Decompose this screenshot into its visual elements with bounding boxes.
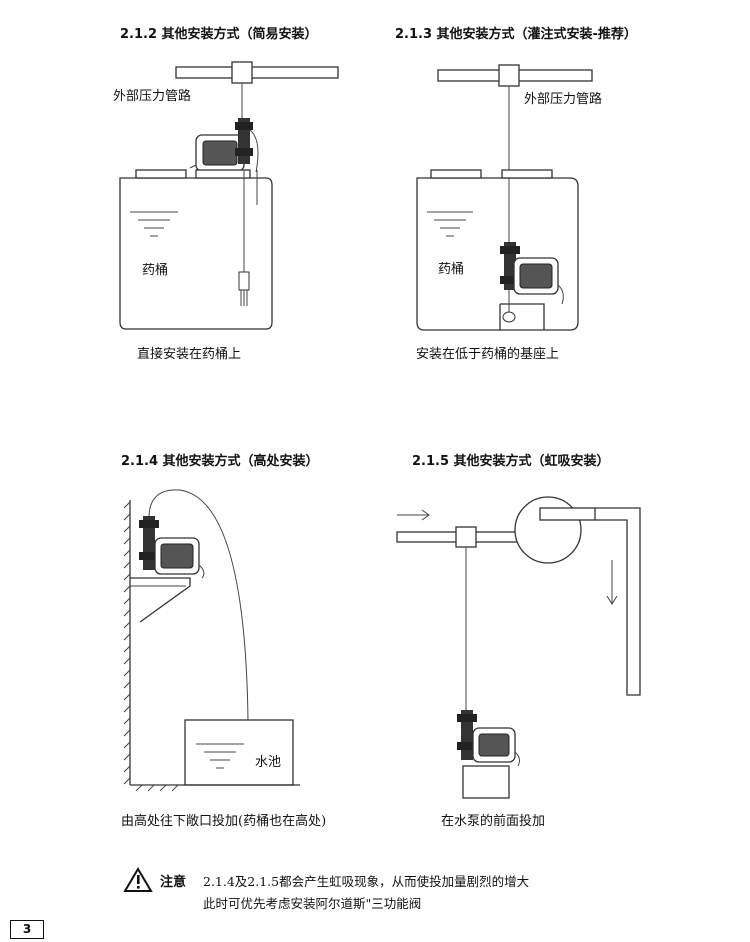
tank-label-2-1-4: 水池 bbox=[255, 755, 282, 770]
metering-pump bbox=[139, 516, 205, 579]
caption-2-1-4: 由高处往下敞口投加(药桶也在高处) bbox=[121, 814, 327, 829]
section-title-2-1-5: 2.1.5 其他安装方式（虹吸安装） bbox=[412, 454, 610, 469]
warning-icon bbox=[123, 867, 153, 892]
section-title-2-1-2: 2.1.2 其他安装方式（简易安装） bbox=[120, 27, 318, 42]
pressure-pipe bbox=[175, 66, 339, 79]
tank-label-2-1-3: 药桶 bbox=[438, 262, 465, 277]
pump-base bbox=[500, 303, 545, 330]
note-line-1: 2.1.4及2.1.5都会产生虹吸现象，从而使投加量剧烈的增大 bbox=[203, 874, 530, 889]
pipe-tee bbox=[455, 526, 477, 548]
metering-pump bbox=[500, 242, 564, 323]
outlet-pipe bbox=[595, 507, 641, 696]
diagram-2-1-3 bbox=[416, 64, 593, 331]
diagram-2-1-4 bbox=[123, 489, 300, 792]
section-title-2-1-3: 2.1.3 其他安装方式（灌注式安装-推荐） bbox=[395, 27, 637, 42]
caption-2-1-3: 安装在低于药桶的基座上 bbox=[416, 347, 560, 362]
water-basin bbox=[184, 719, 294, 786]
chemical-tank bbox=[119, 177, 273, 330]
pipe-tee bbox=[231, 61, 253, 84]
metering-pump bbox=[457, 710, 520, 767]
caption-2-1-2: 直接安装在药桶上 bbox=[137, 347, 242, 362]
pipe-tee bbox=[498, 64, 520, 87]
page-number: 3 bbox=[10, 920, 44, 939]
tank-label-2-1-2: 药桶 bbox=[142, 263, 169, 278]
diagram-2-1-5 bbox=[396, 496, 641, 799]
delivery-line bbox=[148, 489, 249, 721]
diagram-2-1-2 bbox=[119, 61, 339, 330]
note-line-2: 此时可优先考虑安装阿尔道斯"三功能阀 bbox=[203, 896, 422, 911]
chemical-tank bbox=[416, 177, 579, 331]
pump-base bbox=[462, 765, 510, 799]
metering-pump bbox=[189, 118, 259, 173]
water-pump bbox=[514, 496, 582, 564]
pipe-label-2-1-3: 外部压力管路 bbox=[524, 92, 603, 107]
wall-bracket bbox=[130, 577, 191, 623]
pipe-label-2-1-2: 外部压力管路 bbox=[113, 89, 192, 104]
section-title-2-1-4: 2.1.4 其他安装方式（高处安装） bbox=[121, 454, 319, 469]
note-label: 注意 bbox=[160, 875, 187, 890]
caption-2-1-5: 在水泵的前面投加 bbox=[441, 814, 546, 829]
